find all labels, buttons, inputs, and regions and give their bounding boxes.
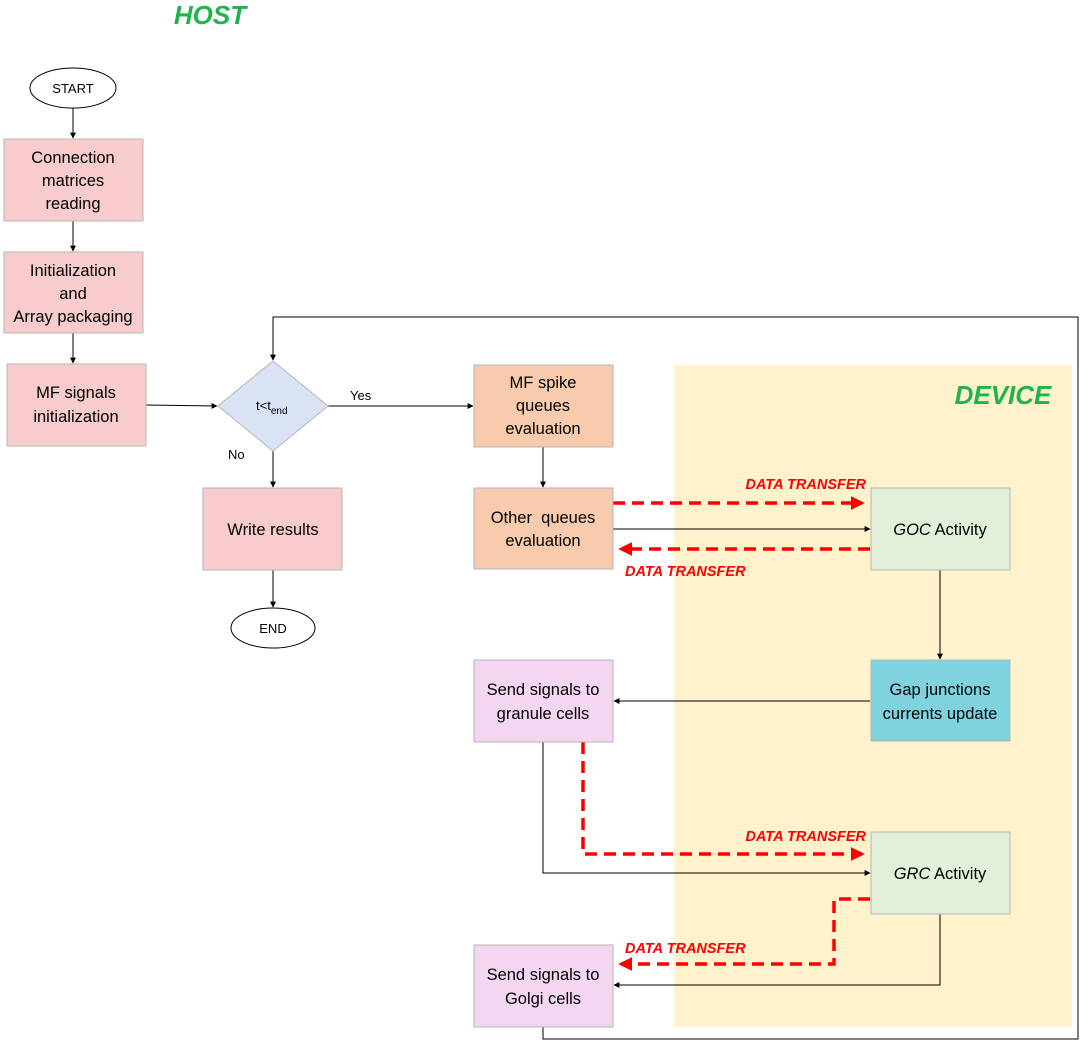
edge-grc-to-sendgolgi bbox=[613, 914, 941, 988]
edge-label-no: No bbox=[228, 447, 245, 462]
start-label: START bbox=[52, 81, 93, 96]
goc-activity-label: GOC Activity bbox=[893, 521, 987, 539]
sendg-label-line2: granule cells bbox=[497, 705, 590, 723]
gap-label-line2: currents update bbox=[883, 705, 998, 723]
initialization-box bbox=[3, 251, 144, 334]
transfer-label-1: DATA TRANSFER bbox=[745, 477, 866, 493]
send-granule-box bbox=[473, 659, 614, 743]
gap-junctions-box bbox=[870, 659, 1011, 742]
mf-label-line2: initialization bbox=[33, 408, 118, 426]
other-label-line1: Other queues bbox=[491, 509, 596, 527]
edge-label-yes: Yes bbox=[350, 388, 372, 403]
edge-loop-back bbox=[270, 316, 1079, 1040]
device-label: DEVICE bbox=[955, 380, 1052, 410]
write-results-box bbox=[202, 487, 343, 571]
connection-label-line2: matrices bbox=[42, 172, 104, 190]
transfer-label-3: DATA TRANSFER bbox=[745, 829, 866, 845]
mfq-label-line2: queues bbox=[516, 397, 570, 415]
edge-mf-to-decision bbox=[145, 402, 218, 409]
write-results-label: Write results bbox=[227, 521, 318, 539]
mfq-label-line1: MF spike bbox=[510, 374, 577, 392]
end-label: END bbox=[259, 621, 286, 636]
sendgolgi-label-line1: Send signals to bbox=[487, 966, 600, 984]
goc-activity-box bbox=[870, 487, 1011, 571]
gap-label-line1: Gap junctions bbox=[890, 681, 991, 699]
edge-sendgranule-to-grc bbox=[542, 742, 871, 876]
grc-activity-label: GRC Activity bbox=[894, 865, 987, 883]
mf-label-line1: MF signals bbox=[36, 384, 116, 402]
sendgolgi-label-line2: Golgi cells bbox=[505, 990, 581, 1008]
transfer-label-4: DATA TRANSFER bbox=[625, 941, 746, 957]
transfer-label-2: DATA TRANSFER bbox=[625, 564, 746, 580]
end-node bbox=[230, 607, 316, 649]
other-label-line2: evaluation bbox=[505, 532, 580, 550]
decision-subscript: end bbox=[271, 406, 288, 417]
init-label-line1: Initialization bbox=[30, 262, 116, 280]
grc-activity-box bbox=[870, 831, 1011, 915]
start-node bbox=[29, 67, 117, 109]
transfer-grc-to-sendgolgi bbox=[618, 897, 870, 971]
connection-matrices-box bbox=[3, 138, 144, 222]
decision-diamond bbox=[217, 360, 329, 452]
sendg-label-line1: Send signals to bbox=[487, 681, 600, 699]
mf-spike-queues-box bbox=[473, 364, 614, 448]
host-label: HOST bbox=[174, 0, 248, 30]
decision-label: t<tend bbox=[256, 398, 288, 417]
other-queues-box bbox=[473, 487, 614, 570]
mf-signals-box bbox=[6, 363, 147, 447]
init-label-line3: Array packaging bbox=[13, 308, 132, 326]
connection-label-line3: reading bbox=[45, 195, 100, 213]
send-golgi-box bbox=[473, 944, 614, 1028]
connection-label-line1: Connection bbox=[31, 149, 114, 167]
init-label-line2: and bbox=[59, 285, 87, 303]
mfq-label-line3: evaluation bbox=[505, 420, 580, 438]
